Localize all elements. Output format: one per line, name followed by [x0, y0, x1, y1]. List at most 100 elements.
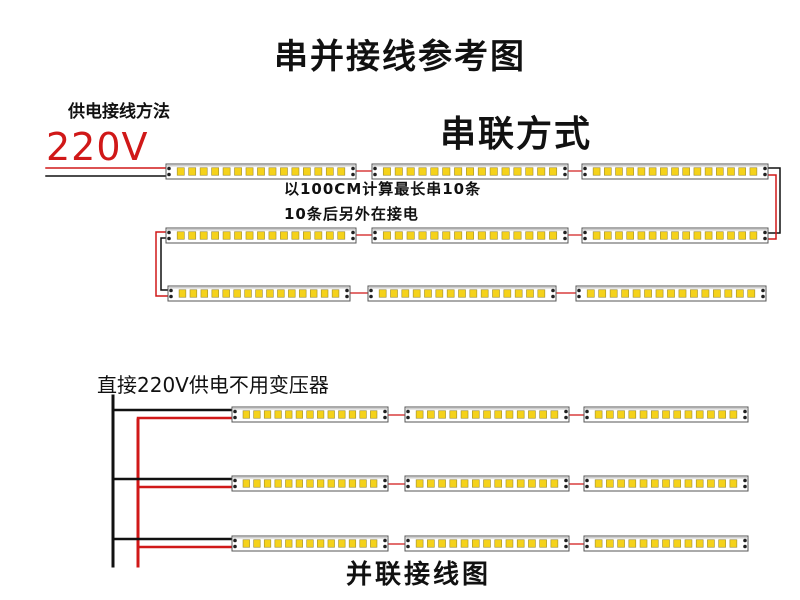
led-chip [684, 539, 693, 548]
led-chip [460, 539, 469, 548]
strip-edge [369, 287, 555, 289]
strip-edge [577, 287, 765, 289]
led-chip [327, 410, 335, 419]
led-chip [539, 539, 547, 548]
strip-contact [373, 230, 377, 235]
strip-contact [345, 288, 349, 293]
strip-contact [383, 484, 387, 489]
series-strip-row3-3 [575, 285, 767, 302]
led-chip [483, 539, 491, 548]
strip-contact [233, 544, 237, 549]
led-chip [317, 539, 325, 548]
strip-contact [743, 415, 747, 420]
loop-wire-left-black [160, 237, 168, 291]
led-chip [348, 539, 357, 548]
led-chip [211, 167, 219, 176]
led-chip [648, 231, 657, 240]
led-chip [394, 167, 403, 176]
strip-edge [583, 165, 767, 167]
strip-contact [577, 294, 581, 299]
series-strip-row1-2 [371, 163, 569, 180]
led-chip [606, 479, 614, 488]
strip-contact [233, 415, 237, 420]
strip-edge [585, 477, 747, 479]
led-chip [682, 231, 690, 240]
led-chip [245, 167, 254, 176]
led-chip [628, 479, 637, 488]
led-chip [303, 231, 311, 240]
led-chip [592, 167, 601, 176]
led-chip [430, 231, 439, 240]
led-chip [446, 289, 455, 298]
led-chip [378, 289, 387, 298]
led-chip [617, 479, 625, 488]
led-chip [401, 289, 410, 298]
led-chip [309, 289, 318, 298]
led-chip [727, 231, 735, 240]
parallel-strip-1-2 [404, 406, 570, 423]
led-chip [382, 231, 391, 240]
led-chip [684, 410, 693, 419]
led-chip [406, 231, 415, 240]
strip-contact [345, 294, 349, 299]
led-chip [211, 231, 219, 240]
led-chip [644, 289, 652, 298]
led-chip [263, 539, 272, 548]
led-chip [505, 539, 514, 548]
led-chip [176, 231, 185, 240]
led-chip [178, 289, 187, 298]
strip-contact [763, 236, 767, 241]
strip-contact [406, 544, 410, 549]
strip-contact [551, 288, 555, 293]
led-chip [327, 539, 335, 548]
led-chip [637, 167, 646, 176]
led-chip [253, 479, 261, 488]
led-chip [245, 231, 254, 240]
strip-contact [585, 409, 589, 414]
led-chip [406, 167, 415, 176]
strip-contact [383, 538, 387, 543]
led-chip [306, 410, 314, 419]
led-chip [370, 479, 378, 488]
led-chip [327, 479, 335, 488]
strip-contact [233, 409, 237, 414]
led-chip [233, 289, 241, 298]
led-chip [501, 167, 510, 176]
led-chip [718, 539, 726, 548]
led-chip [435, 289, 444, 298]
led-chip [693, 231, 702, 240]
led-chip [469, 289, 478, 298]
strip-contact [577, 288, 581, 293]
strip-edge [233, 408, 387, 410]
led-chip [628, 410, 637, 419]
led-chip [466, 167, 474, 176]
led-chip [415, 410, 424, 419]
led-chip [550, 410, 559, 419]
strip-contact [233, 538, 237, 543]
led-chip [285, 410, 293, 419]
led-chip [280, 231, 288, 240]
led-chip [263, 479, 272, 488]
led-chip [234, 231, 242, 240]
led-chip [257, 231, 265, 240]
strip-contact [743, 538, 747, 543]
parallel-strip-1-1 [231, 406, 389, 423]
parallel-strip-3-2 [404, 535, 570, 552]
led-chip [418, 231, 427, 240]
parallel-strip-3-3 [583, 535, 749, 552]
led-chip [650, 479, 659, 488]
led-chip [617, 539, 625, 548]
strip-contact [564, 544, 568, 549]
led-chip [594, 479, 603, 488]
strip-contact [233, 484, 237, 489]
led-chip [415, 479, 424, 488]
series-strip-row2-2 [371, 227, 569, 244]
strip-contact [585, 484, 589, 489]
strip-contact [585, 538, 589, 543]
strip-edge [373, 229, 567, 231]
led-chip [537, 289, 546, 298]
led-chip [314, 167, 323, 176]
led-chip [678, 289, 687, 298]
series-strip-row2-1 [165, 227, 357, 244]
led-chip [494, 410, 503, 419]
